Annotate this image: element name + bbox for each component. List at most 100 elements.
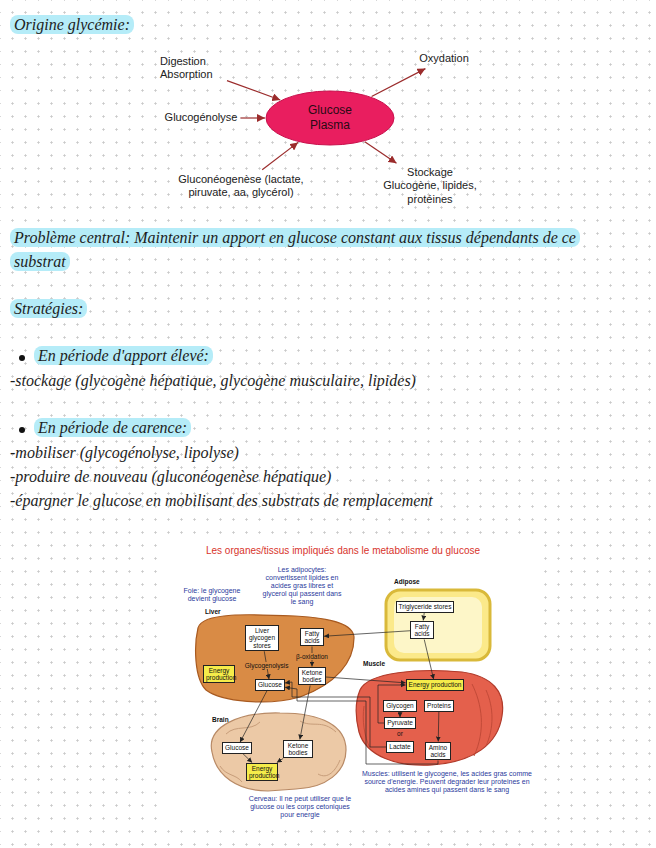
label-slot: Muscles: utilisent le glycogene, les aci…	[361, 770, 533, 794]
connector-arrow	[324, 631, 410, 636]
organ-box: Fatty acids	[300, 628, 324, 647]
organ-box: Glycogen	[383, 700, 416, 711]
note-line: -stockage (glycogène hépatique, glycogèn…	[10, 372, 416, 389]
connector-arrow	[326, 677, 406, 683]
note-line: -produire de nouveau (gluconéogenèse hép…	[10, 468, 331, 485]
organ-name: Liver	[205, 608, 221, 615]
edge-label: Glycogenolysis	[244, 662, 290, 669]
label-slot: Les adipocytes: convertissent lipides en…	[260, 566, 344, 606]
node-text: Energy production	[206, 667, 232, 682]
node-text: Fatty acids	[303, 630, 321, 645]
organ-box: Fatty acids	[410, 621, 434, 640]
annotation: Cerveau: Il ne peut utiliser que le gluc…	[249, 795, 351, 818]
bullet-heading: En période d'apport élevé:	[34, 346, 213, 365]
label-slot: Liver	[205, 608, 221, 616]
energy-box: Energy production	[406, 679, 465, 690]
organ-box: Ketone bodies	[283, 740, 313, 759]
node-text: Glucose	[258, 681, 282, 688]
label-slot: Cerveau: Il ne peut utiliser que le gluc…	[244, 795, 356, 819]
bullet-dot	[19, 355, 25, 361]
annotation: Les adipocytes: convertissent lipides en…	[263, 566, 342, 605]
note-line: -mobiliser (glycogénolyse, lipolyse)	[10, 444, 239, 461]
connector-arrow	[365, 142, 397, 164]
adipose-tissue	[386, 590, 490, 660]
connector-arrow	[423, 613, 424, 621]
connector-arrow	[372, 69, 426, 97]
organ-box: Triglyceride stores	[396, 601, 455, 612]
organ-box: Ketone bodies	[298, 667, 326, 686]
connector-arrow	[300, 685, 310, 739]
glucose-ellipse: Glucose Plasma	[265, 90, 395, 146]
node-text: Gluconéogenèse (lactate, piruvate, aa, g…	[174, 173, 309, 199]
label-slot: Muscle	[363, 660, 385, 668]
connector-word: or	[397, 730, 403, 737]
figure-panel	[165, 538, 537, 830]
organ-name: Brain	[212, 716, 229, 723]
section-heading: Origine glycémie:	[10, 15, 134, 34]
connector-arrow	[262, 142, 298, 169]
label-slot: Foie: le glycogene devient glucose	[172, 587, 252, 603]
label-slot: Problème central: Maintenir un apport en…	[10, 226, 630, 274]
connector-arrow	[227, 81, 280, 100]
organ-box: Amino acids	[425, 742, 451, 761]
energy-box: Energy production	[246, 763, 278, 782]
annotation: Muscles: utilisent le glycogene, les aci…	[362, 770, 532, 793]
connector-arrow	[424, 639, 433, 679]
bullet-heading: En période de carence:	[34, 418, 191, 437]
node-text: Ketone bodies	[286, 742, 310, 757]
node-text: Energy production	[409, 681, 462, 688]
organ-name: Adipose	[394, 578, 420, 585]
node-text: Ketone bodies	[301, 669, 323, 684]
edge-label: β-oxidation	[295, 653, 329, 660]
organ-box: Pyruvate	[384, 717, 416, 728]
node-text: Triglyceride stores	[399, 603, 452, 610]
label-slot: Les organes/tissus impliqués dans le met…	[206, 545, 480, 557]
label-slot: or	[397, 730, 403, 738]
note-line: -épargner le glucose en mobilisant des s…	[10, 492, 433, 509]
label-slot: Adipose	[394, 578, 420, 586]
energy-box: Energy production	[203, 665, 235, 684]
liver-organ	[196, 615, 354, 702]
node-text: Lactate	[389, 743, 410, 750]
output-text: Oxydation	[419, 52, 469, 65]
label-slot: -produire de nouveau (gluconéogenèse hép…	[10, 466, 331, 488]
organ-name: Muscle	[363, 660, 385, 667]
organ-box: Glucose	[222, 742, 252, 753]
source-text: Glucogénolyse	[165, 111, 238, 124]
label-slot: -épargner le glucose en mobilisant des s…	[10, 490, 433, 512]
node-text: Fatty acids	[413, 623, 431, 638]
muscle-organ	[356, 671, 503, 766]
connector-arrow	[240, 691, 267, 743]
organ-box: Lactate	[386, 741, 413, 752]
label-slot: Brain	[212, 716, 229, 724]
brain-organ	[211, 713, 346, 791]
label-slot: -mobiliser (glycogénolyse, lipolyse)	[10, 442, 239, 464]
organ-box: Liver glycogen stores	[245, 625, 279, 651]
output-text: Stockage Glucogène, lipides, protéines	[382, 166, 478, 206]
node-text: Pyruvate	[387, 719, 413, 726]
section-heading: Problème central: Maintenir un apport en…	[10, 228, 580, 271]
label-slot: Stratégies:	[10, 298, 87, 320]
node-text: Proteins	[427, 702, 451, 709]
label-slot: En période d'apport élevé:	[34, 345, 213, 367]
node-text: Digestion Absorption	[160, 55, 224, 81]
figure-title: Les organes/tissus impliqués dans le met…	[206, 545, 480, 556]
section-heading: Stratégies:	[10, 299, 87, 318]
label-slot: En période de carence:	[34, 417, 191, 439]
node-text: Glucose Plasma	[294, 103, 366, 133]
source-text: Digestion Absorption	[160, 55, 224, 81]
node-text: Liver glycogen stores	[248, 627, 276, 649]
label-slot: Origine glycémie:	[10, 14, 134, 36]
node-text: Oxydation	[419, 52, 469, 65]
annotation: Foie: le glycogene devient glucose	[184, 587, 241, 602]
bullet-dot	[19, 427, 25, 433]
node-text: Stockage Glucogène, lipides, protéines	[382, 166, 478, 206]
node-text: Glycogen	[386, 702, 413, 709]
connector-arrow	[240, 117, 265, 118]
connector-arrow	[438, 712, 440, 742]
connector-arrow	[285, 682, 386, 747]
node-text: Energy production	[249, 765, 275, 780]
source-text: Gluconéogenèse (lactate, piruvate, aa, g…	[174, 173, 309, 199]
organ-box: Proteins	[424, 700, 454, 711]
